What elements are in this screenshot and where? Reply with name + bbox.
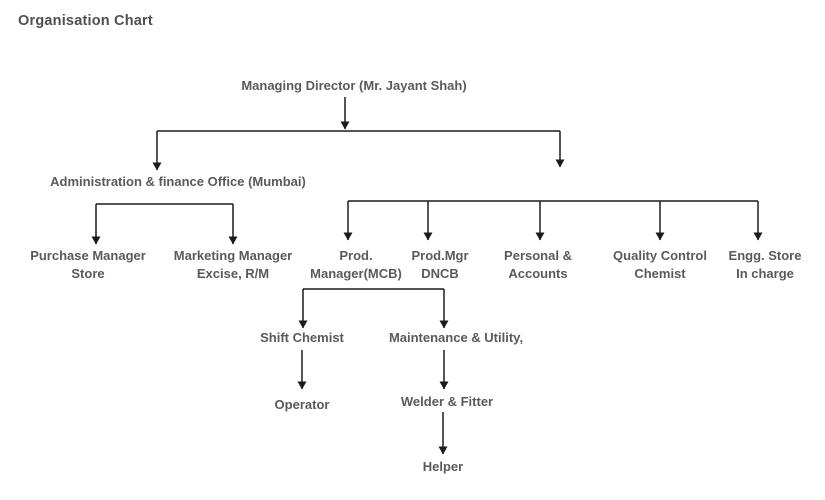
node-label: Helper: [422, 459, 464, 474]
node-purchase-manager-store: Purchase Manager Store: [30, 247, 146, 283]
node-label: Managing Director (Mr. Jayant Shah): [241, 78, 467, 93]
node-personal-accounts: Personal & Accounts: [504, 247, 572, 283]
node-maintenance-utility: Maintenance & Utility,: [389, 329, 523, 347]
node-label: Maintenance & Utility,: [388, 330, 524, 345]
node-prod-mgr-dncb: Prod.Mgr DNCB: [411, 247, 468, 283]
node-managing-director: Managing Director (Mr. Jayant Shah): [241, 77, 466, 95]
node-helper: Helper: [423, 458, 463, 476]
node-label: Operator: [274, 397, 330, 412]
node-label-line1: Quality Control: [613, 248, 707, 263]
node-label-line2: In charge: [736, 266, 794, 281]
node-label-line2: Manager(MCB): [310, 266, 402, 281]
node-label-line2: Excise, R/M: [196, 266, 270, 281]
node-operator: Operator: [275, 396, 330, 414]
node-label-line1: Personal &: [504, 248, 572, 263]
node-label: Welder & Fitter: [400, 394, 494, 409]
page-title: Organisation Chart: [18, 13, 153, 29]
node-label-line1: Prod.Mgr: [411, 248, 469, 263]
node-label-line2: DNCB: [421, 266, 459, 281]
node-label-line2: Store: [71, 266, 105, 281]
node-label-line1: Marketing Manager: [173, 248, 293, 263]
node-label-line1: Purchase Manager: [30, 248, 146, 263]
node-prod-manager-mcb: Prod. Manager(MCB): [310, 247, 402, 283]
node-welder-fitter: Welder & Fitter: [401, 393, 493, 411]
node-shift-chemist: Shift Chemist: [260, 329, 344, 347]
node-label: Shift Chemist: [260, 330, 344, 345]
node-marketing-manager: Marketing Manager Excise, R/M: [174, 247, 292, 283]
node-quality-control-chemist: Quality Control Chemist: [613, 247, 707, 283]
node-label-line2: Accounts: [508, 266, 568, 281]
node-admin-finance-office: Administration & finance Office (Mumbai): [50, 173, 306, 191]
node-label-line2: Chemist: [634, 266, 686, 281]
node-label-line1: Prod.: [339, 248, 373, 263]
node-label-line1: Engg. Store: [728, 248, 802, 263]
node-engg-store-incharge: Engg. Store In charge: [729, 247, 802, 283]
node-label: Administration & finance Office (Mumbai): [50, 174, 306, 189]
